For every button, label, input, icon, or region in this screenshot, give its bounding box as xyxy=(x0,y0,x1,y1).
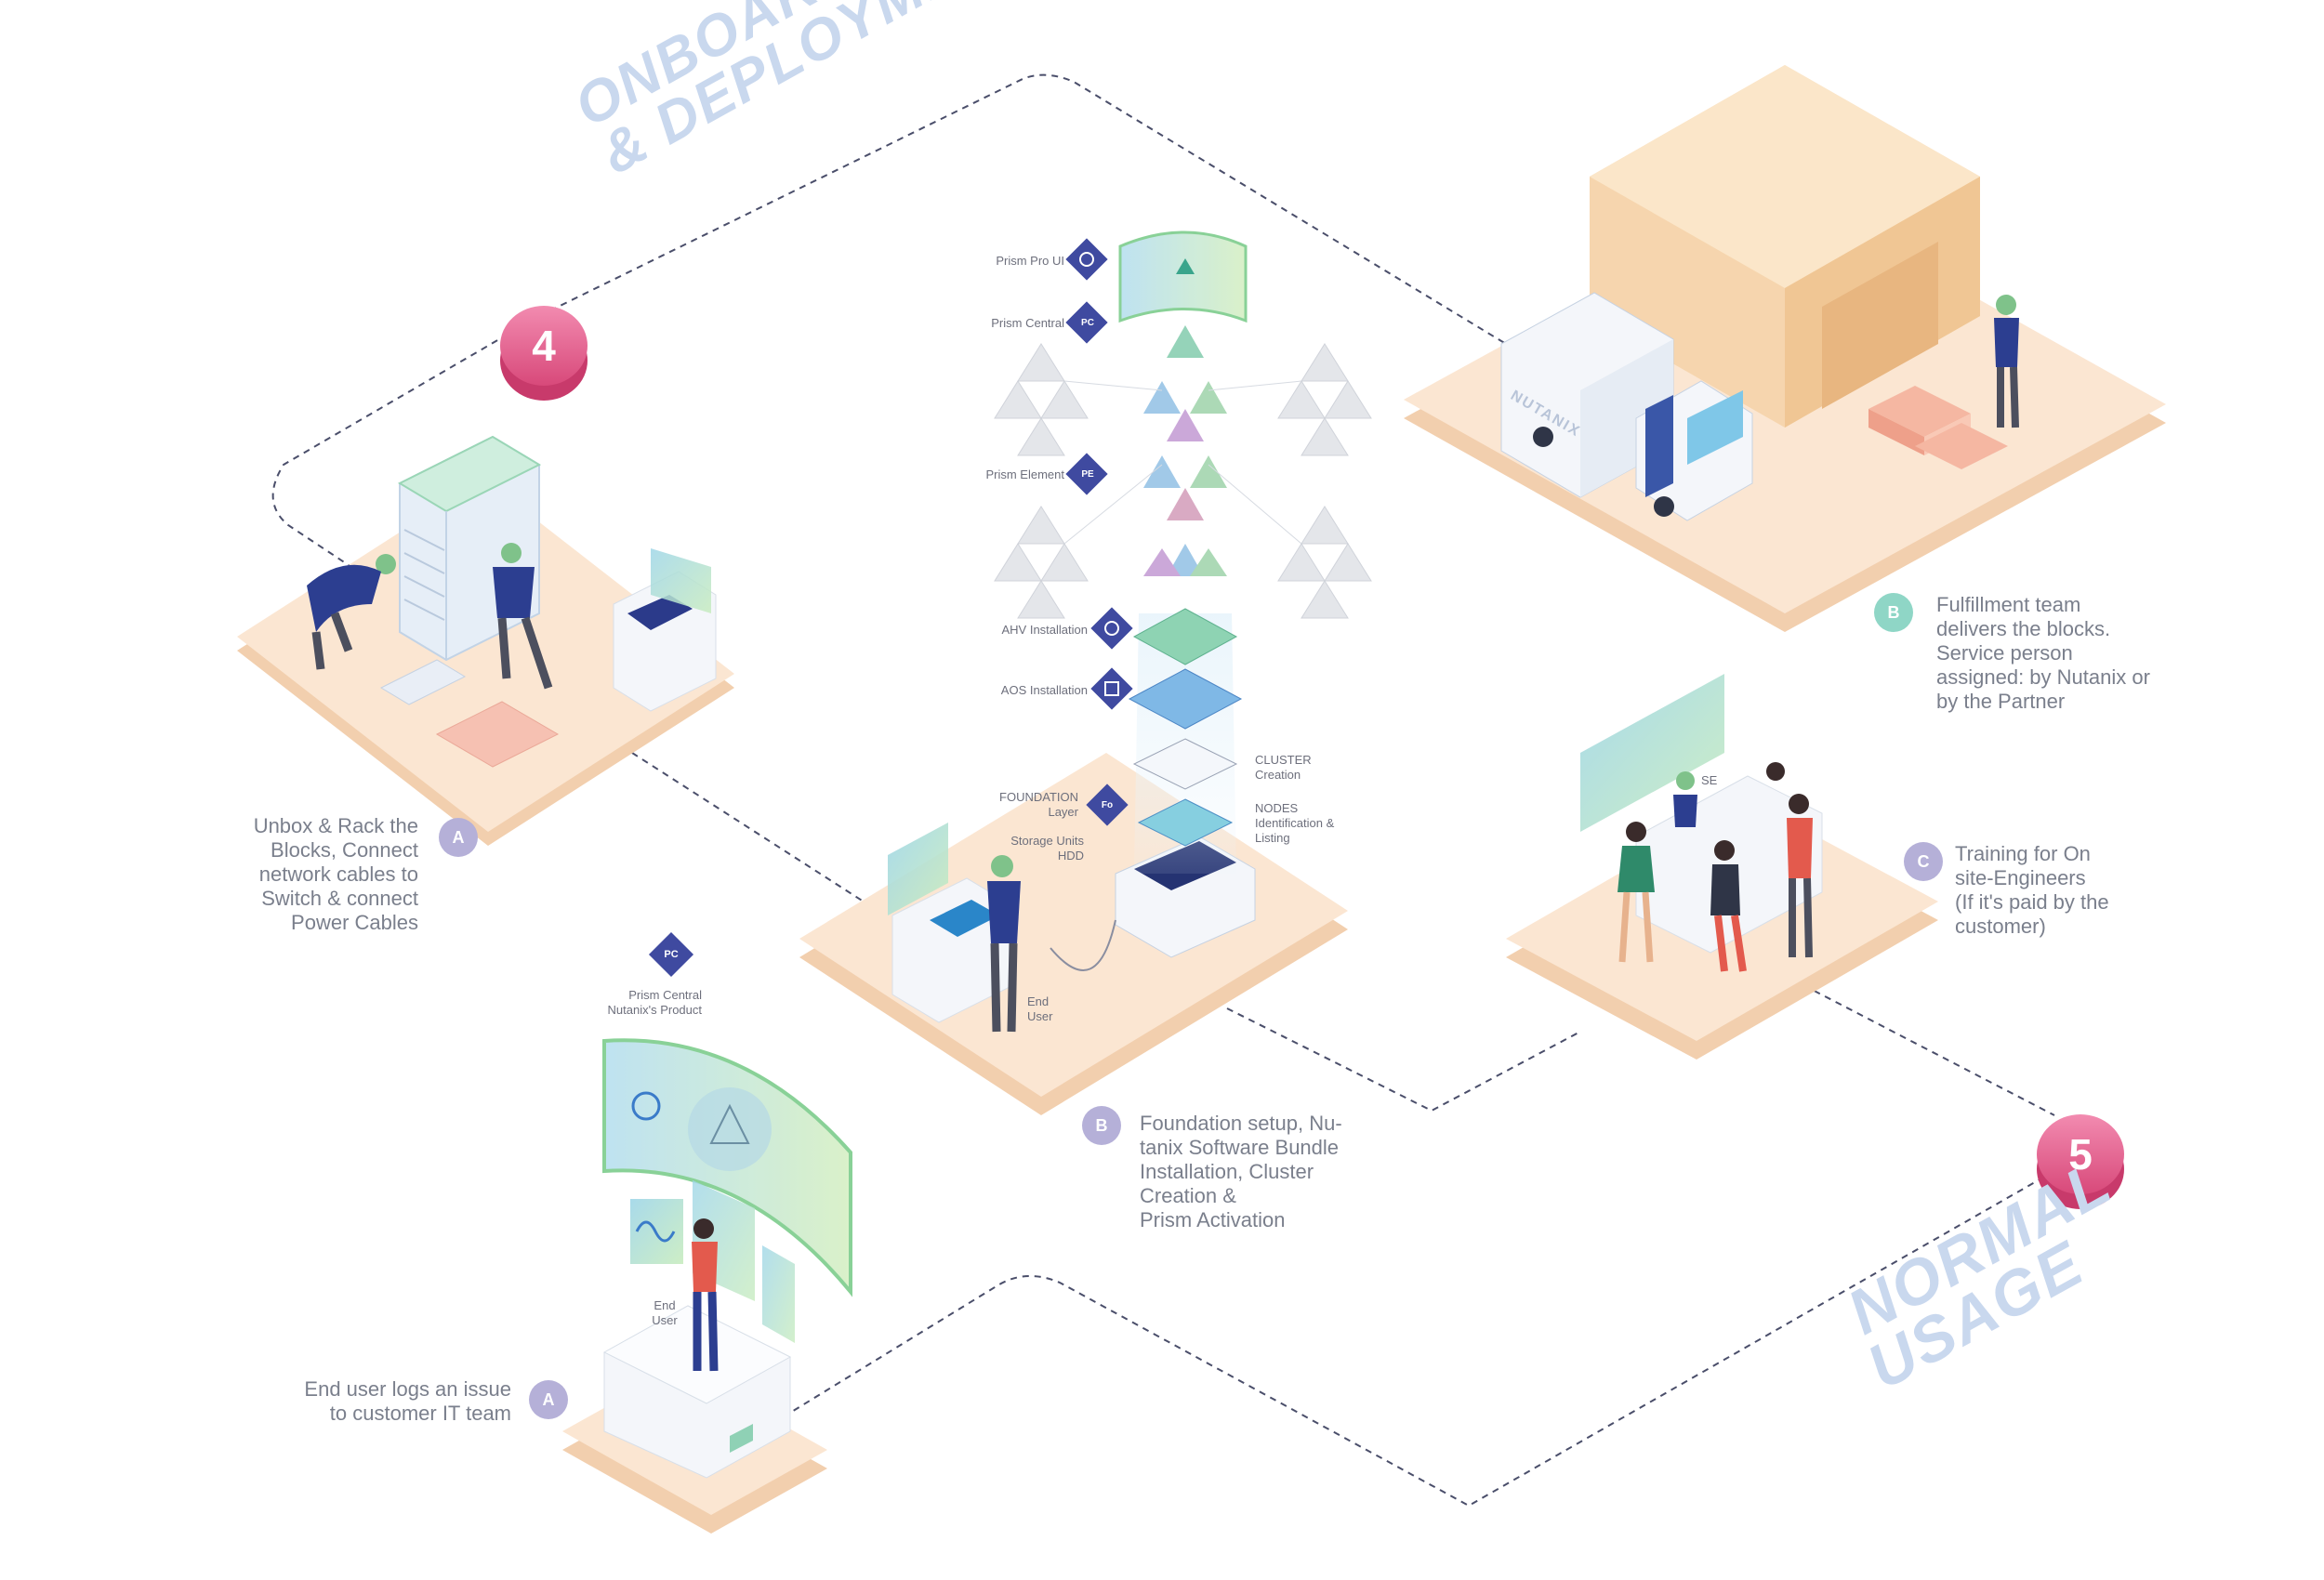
platform-unbox xyxy=(237,435,734,846)
caption-fulfillment: Fulfillment team delivers the blocks. Se… xyxy=(1936,593,2215,714)
label-foundation-layer: FOUNDATION Layer xyxy=(957,790,1078,820)
issue-pc-icon-text: PC xyxy=(664,949,679,960)
prism-element-icon-text: PE xyxy=(1081,469,1094,480)
step-5: 5 xyxy=(2036,1110,2125,1206)
trainee-figures xyxy=(1618,762,1813,972)
aos-layer xyxy=(1128,668,1243,730)
caption-line: customer) xyxy=(1955,915,2046,938)
label-line: Listing xyxy=(1255,831,1290,845)
label-prism-central: Prism Central xyxy=(991,316,1064,330)
prism-pro-ui-icon xyxy=(1065,238,1108,281)
label-line: CLUSTER xyxy=(1255,753,1312,767)
caption-unbox-rack: Unbox & Rack the Blocks, Connect network… xyxy=(186,814,418,935)
label-line: Layer xyxy=(1048,805,1078,819)
step-4-marker xyxy=(500,306,588,401)
caption-line: assigned: by Nutanix or xyxy=(1936,665,2150,689)
caption-line: network cables to xyxy=(258,862,418,886)
pyramid-center xyxy=(1143,325,1227,576)
label-line: Prism Central xyxy=(628,988,702,1002)
badge-a-log-issue: A xyxy=(529,1380,568,1419)
step-4: 4 xyxy=(499,301,588,398)
caption-line: Creation & xyxy=(1140,1184,1236,1207)
caption-line: to customer IT team xyxy=(329,1402,511,1425)
caption-foundation-setup: Foundation setup, Nu- tanix Software Bun… xyxy=(1140,1112,1419,1232)
ahv-icon xyxy=(1090,607,1133,650)
step-5-marker xyxy=(2037,1114,2124,1209)
badge-b-fulfillment: B xyxy=(1874,593,1913,632)
platform-fulfillment xyxy=(1404,65,2166,632)
label-line: User xyxy=(1027,1009,1053,1023)
caption-line: delivers the blocks. xyxy=(1936,617,2111,640)
icon-glyphs xyxy=(1079,252,1119,696)
label-aos-installation: AOS Installation xyxy=(1000,683,1088,697)
caption-line: by the Partner xyxy=(1936,690,2066,713)
label-cluster-creation: CLUSTER Creation xyxy=(1255,753,1367,783)
caption-training: Training for On site-Engineers (If it's … xyxy=(1955,842,2197,939)
caption-line: (If it's paid by the xyxy=(1955,890,2109,914)
label-prism-pro-ui: Prism Pro UI xyxy=(996,254,1064,268)
badge-b-foundation: B xyxy=(1082,1106,1121,1145)
prism-pro-ui-screen xyxy=(1118,230,1248,323)
label-line: Creation xyxy=(1255,768,1301,782)
caption-log-issue: End user logs an issue to customer IT te… xyxy=(232,1377,511,1426)
platform-training xyxy=(1506,674,1938,1060)
label-se: SE xyxy=(1701,773,1718,787)
flow-path xyxy=(271,73,2055,1508)
platform-issue xyxy=(562,1038,852,1534)
delivery-truck xyxy=(1500,292,1753,521)
worker-figure xyxy=(307,554,396,670)
label-line: NODES xyxy=(1255,801,1299,815)
label-line: FOUNDATION xyxy=(999,790,1078,804)
caption-line: Foundation setup, Nu- xyxy=(1140,1112,1342,1135)
label-nodes-identification: NODES Identification & Listing xyxy=(1255,801,1376,846)
parcel-stack xyxy=(1868,386,2008,469)
prism-central-icon-text: PC xyxy=(1081,318,1094,328)
caption-line: tanix Software Bundle xyxy=(1140,1136,1340,1159)
label-storage-units: Storage Units HDD xyxy=(976,834,1084,863)
worker-figure xyxy=(493,543,553,690)
label-prism-central-product: Prism Central Nutanix's Product xyxy=(558,988,702,1018)
ahv-layer xyxy=(1132,608,1238,665)
caption-line: Unbox & Rack the xyxy=(253,814,418,837)
foundation-icon xyxy=(1086,783,1129,826)
cluster-pyramids xyxy=(994,325,1372,619)
caption-line: Fulfillment team xyxy=(1936,593,2081,616)
step-number: 4 xyxy=(532,322,556,370)
caption-line: site-Engineers xyxy=(1955,866,2086,889)
label-line: HDD xyxy=(1057,849,1084,862)
step-number: 5 xyxy=(2068,1130,2093,1178)
aos-icon xyxy=(1090,667,1133,710)
caption-line: Service person xyxy=(1936,641,2073,665)
label-line: User xyxy=(652,1313,678,1327)
service-person-figure xyxy=(1994,295,2019,428)
label-ahv-installation: AHV Installation xyxy=(1001,623,1089,637)
badge-a-unbox: A xyxy=(439,818,478,857)
label-line: Nutanix's Product xyxy=(607,1003,702,1017)
label-line: End xyxy=(654,1298,676,1312)
nodes-layer xyxy=(1137,798,1234,847)
label-end-user-issue: End User xyxy=(641,1298,688,1328)
caption-line: Blocks, Connect xyxy=(271,838,418,862)
foundation-icon-text: Fo xyxy=(1101,800,1114,810)
caption-line: Switch & connect xyxy=(261,887,418,910)
prism-logo xyxy=(1176,258,1195,274)
caption-line: Installation, Cluster xyxy=(1140,1160,1314,1183)
end-user-figure xyxy=(692,1218,719,1372)
caption-line: Prism Activation xyxy=(1140,1208,1286,1231)
caption-line: Training for On xyxy=(1955,842,2091,865)
label-end-user-foundation: End User xyxy=(1027,994,1083,1024)
label-prism-element: Prism Element xyxy=(985,467,1064,481)
label-line: Storage Units xyxy=(1010,834,1084,848)
label-line: Identification & xyxy=(1255,816,1335,830)
caption-line: Power Cables xyxy=(291,911,418,934)
end-user-figure xyxy=(987,855,1021,1033)
badge-c-training: C xyxy=(1904,842,1943,881)
label-line: End xyxy=(1027,994,1050,1008)
caption-line: End user logs an issue xyxy=(304,1377,511,1401)
cluster-layer xyxy=(1132,738,1238,790)
